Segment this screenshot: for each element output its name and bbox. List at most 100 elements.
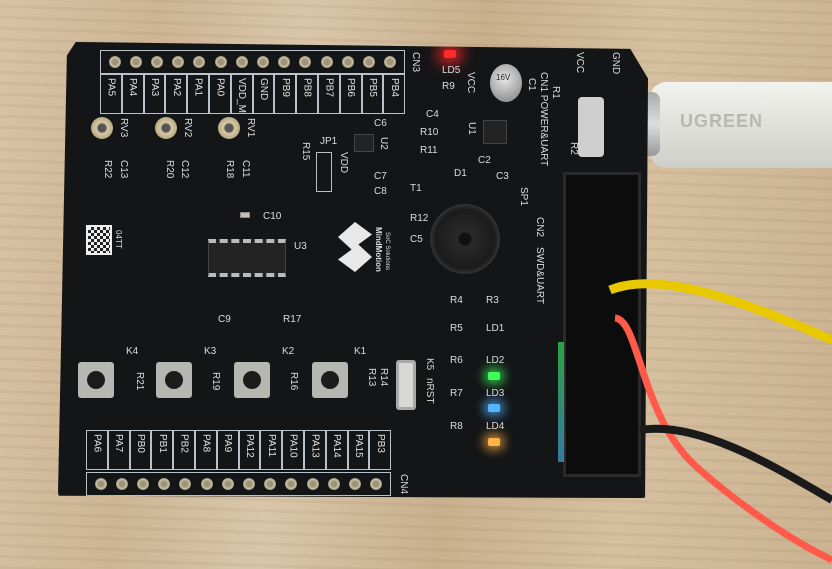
label-rv1: RV1 — [245, 118, 256, 138]
pin-label: PA3 — [143, 74, 166, 114]
label-r3: R3 — [486, 295, 499, 306]
label-k1: K1 — [354, 346, 367, 357]
label-ld4: LD4 — [486, 421, 505, 432]
label-r10: R10 — [420, 127, 439, 138]
label-c5: C5 — [410, 234, 423, 245]
button-k5-reset[interactable] — [396, 360, 416, 410]
pin-label: PB9 — [274, 74, 297, 114]
label-vdd: VDD — [338, 152, 349, 174]
led-ld2-green — [488, 372, 500, 380]
label-r9: R9 — [442, 81, 455, 92]
jumper-jp1[interactable] — [316, 152, 332, 192]
label-r14: R14 — [378, 368, 389, 387]
qr-label: 04TT — [114, 230, 123, 249]
cable-brand: UGREEN — [680, 111, 764, 131]
label-nrst: nRST — [424, 378, 435, 404]
led-ld5-red — [444, 50, 456, 58]
button-k1[interactable] — [312, 362, 348, 398]
pin-label: PA2 — [165, 74, 188, 114]
label-rv3: RV3 — [118, 118, 129, 138]
pin-label: PA1 — [187, 74, 209, 114]
pin-label: PA9 — [216, 430, 239, 470]
potentiometer-rv1[interactable] — [218, 117, 240, 139]
label-c1: C1 — [526, 78, 537, 91]
label-r21: R21 — [134, 372, 145, 391]
potentiometer-rv2[interactable] — [155, 117, 177, 139]
mcu-chip-u3 — [208, 239, 286, 277]
pin-label: PA10 — [282, 430, 304, 470]
pin-label: PA0 — [208, 74, 231, 114]
pin-label: PB0 — [129, 430, 152, 470]
label-c6: C6 — [374, 118, 387, 129]
label-r15: R15 — [300, 142, 311, 161]
led-ld4-orange — [488, 438, 500, 446]
potentiometer-rv3[interactable] — [91, 117, 113, 139]
usb-cable — [650, 82, 832, 168]
label-c11: C11 — [240, 160, 251, 178]
label-k4: K4 — [126, 346, 139, 357]
label-c4: C4 — [426, 109, 439, 120]
label-c10: C10 — [263, 211, 282, 222]
pin-label: PA5 — [100, 74, 122, 114]
label-c12: C12 — [179, 160, 190, 179]
label-r16: R16 — [288, 372, 299, 391]
label-c8: C8 — [374, 186, 387, 197]
pin-label: PA14 — [325, 430, 348, 470]
buzzer-sp1 — [430, 204, 500, 274]
label-jp1: JP1 — [320, 136, 338, 147]
label-r17: R17 — [283, 314, 302, 325]
wire-yellow — [608, 279, 832, 345]
label-u1: U1 — [466, 122, 477, 135]
wire-black — [639, 424, 832, 504]
label-vcc-top: VCC — [574, 52, 585, 74]
label-ld2: LD2 — [486, 355, 505, 366]
label-r20: R20 — [164, 160, 175, 179]
capacitor-c10 — [240, 212, 250, 218]
label-c9: C9 — [218, 314, 231, 325]
pin-label: PB3 — [369, 430, 392, 470]
logo-tagline: SoC Solutions — [384, 232, 390, 271]
wire-red — [613, 314, 832, 564]
pin-label: VDD_M — [230, 74, 253, 114]
label-r8: R8 — [450, 421, 463, 432]
label-k3: K3 — [204, 346, 217, 357]
cn3-header[interactable] — [100, 50, 405, 74]
pin-label: PB2 — [173, 430, 195, 470]
label-ld3: LD3 — [486, 388, 505, 399]
label-d1: D1 — [454, 168, 467, 179]
cn4-label: CN4 — [398, 474, 409, 495]
capacitor-c1 — [490, 64, 522, 102]
logo-name: MindMotion — [374, 227, 383, 272]
connector-key-glow — [558, 342, 564, 462]
pin-label: PB8 — [296, 74, 318, 114]
qr-code — [86, 225, 112, 255]
led-ld3-blue — [488, 404, 500, 412]
label-u2: U2 — [378, 137, 389, 150]
pin-label: PB7 — [317, 74, 340, 114]
cap-rating: 16V — [496, 73, 511, 82]
label-r13: R13 — [366, 368, 377, 387]
pin-label: PA8 — [194, 430, 217, 470]
pin-label: PA15 — [347, 430, 370, 470]
label-r7: R7 — [450, 388, 463, 399]
pin-label: PA11 — [260, 430, 283, 470]
label-cn2: CN2 — [534, 217, 545, 238]
label-swd-uart: SWD&UART — [534, 247, 545, 305]
label-ld1: LD1 — [486, 323, 505, 334]
cn3-label: CN3 — [410, 52, 421, 73]
label-sp1: SP1 — [518, 187, 529, 206]
pin-label: PB6 — [339, 74, 362, 114]
cn4-header[interactable] — [86, 472, 391, 496]
label-k5: K5 — [424, 358, 435, 371]
usb-c-port[interactable] — [578, 97, 604, 157]
label-r12: R12 — [410, 213, 429, 224]
label-r2: R2 — [568, 142, 579, 155]
button-k4[interactable] — [78, 362, 114, 398]
button-k2[interactable] — [234, 362, 270, 398]
label-c7: C7 — [374, 171, 387, 182]
button-k3[interactable] — [156, 362, 192, 398]
pin-label: PA6 — [86, 430, 108, 470]
pin-label: PA13 — [303, 430, 326, 470]
